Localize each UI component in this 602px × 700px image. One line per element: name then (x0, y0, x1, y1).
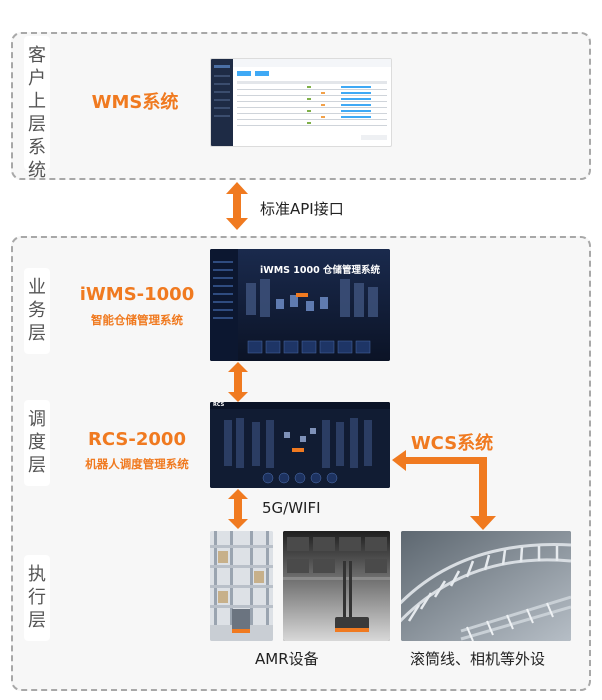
iwms-rcs-double-arrow (224, 361, 252, 403)
iwms-screen-banner: iWMS 1000 仓储管理系统 (259, 265, 381, 276)
wms-system-name: WMS系统 (91, 92, 179, 113)
rcs-screenshot: RCS (210, 402, 390, 488)
rcs-system-name: RCS-2000 (88, 429, 186, 450)
network-link-label: 5G/WIFI (262, 499, 321, 517)
customer-tier-label: 客户上层系统 (24, 36, 50, 181)
wms-screenshot (210, 58, 392, 147)
business-tier-label: 业务层 (24, 268, 50, 354)
amr-equipment-label: AMR设备 (255, 650, 319, 668)
rcs-screen-badge: RCS (213, 402, 225, 408)
iwms-system-name: iWMS-1000 (79, 284, 195, 305)
iwms-screenshot: iWMS 1000 仓储管理系统 (210, 249, 390, 361)
api-double-arrow (222, 180, 252, 232)
iwms-system-subtitle: 智能仓储管理系统 (91, 313, 183, 327)
peripherals-label: 滚筒线、相机等外设 (410, 650, 546, 668)
amr-warehouse-photo (210, 531, 273, 641)
conveyor-photo (401, 531, 571, 641)
wcs-connector-arrow (390, 440, 510, 532)
api-link-label: 标准API接口 (260, 200, 344, 218)
rcs-amr-double-arrow (224, 488, 252, 530)
rcs-system-subtitle: 机器人调度管理系统 (85, 457, 189, 471)
execution-tier-label: 执行层 (24, 555, 50, 641)
amr-robot-photo (283, 531, 390, 641)
wcs-system-name: WCS系统 (410, 433, 494, 454)
dispatch-tier-label: 调度层 (24, 400, 50, 486)
